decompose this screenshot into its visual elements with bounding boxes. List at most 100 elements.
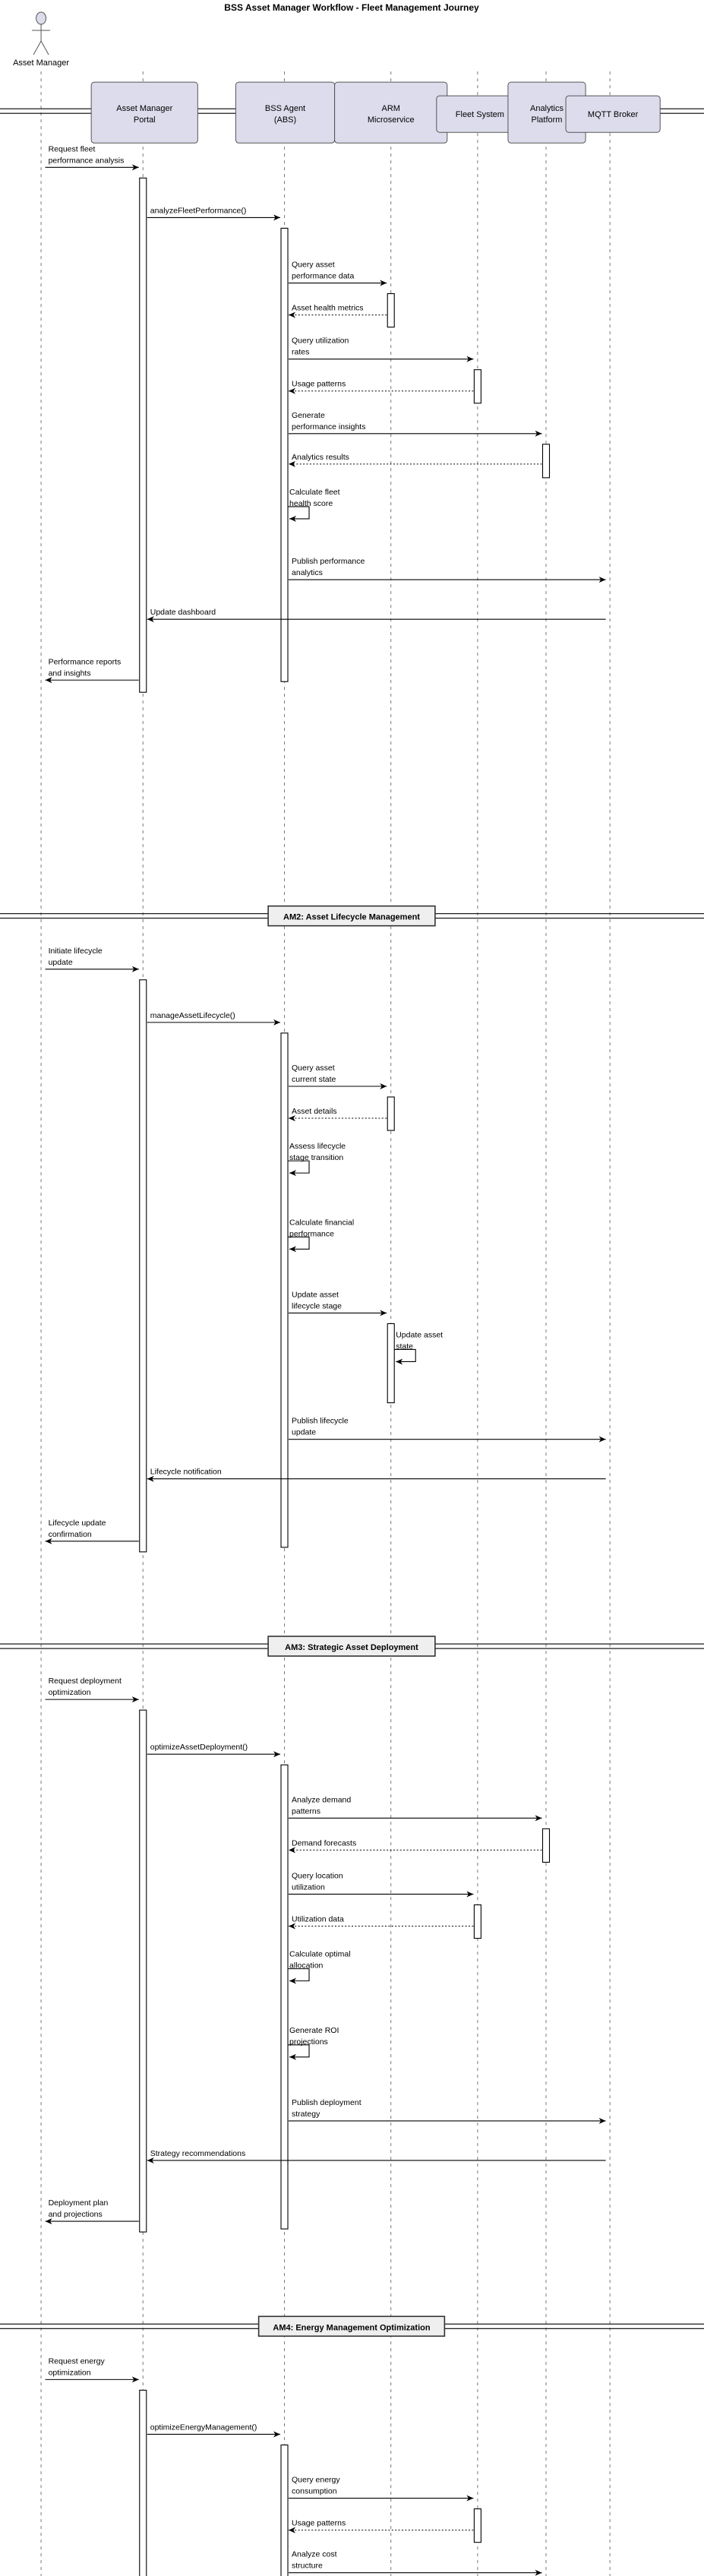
self-message-arrow <box>288 1160 310 1177</box>
message-label: Calculate optimal <box>289 1950 351 1959</box>
participant-label-line1: MQTT Broker <box>588 110 639 119</box>
section-label-box <box>267 905 436 927</box>
actor-leg-right-icon <box>40 40 49 55</box>
message-label: Update asset <box>396 1330 443 1339</box>
activation-bar-arm <box>387 1096 395 1131</box>
participant-bss-header[interactable]: BSS Agent(ABS) <box>235 81 336 144</box>
message-bss-to-analytics[interactable]: Analyze cost structure <box>289 2550 542 2576</box>
activation-bar-fleet <box>473 369 481 404</box>
message-label: structure <box>292 2562 323 2571</box>
self-message-arrow <box>288 1968 310 1984</box>
participant-box[interactable] <box>90 81 198 144</box>
message-label: performance <box>289 1229 334 1238</box>
message-label: analyzeFleetPerformance() <box>150 206 247 215</box>
activation-bar-arm <box>387 1323 395 1404</box>
message-label: Request energy <box>49 2356 106 2366</box>
message-label: update <box>49 958 73 967</box>
message-label: performance data <box>292 272 354 281</box>
message-mqtt-to-portal[interactable]: Update dashboard <box>147 608 606 623</box>
participant-label-line2: Portal <box>134 115 156 125</box>
message-label: current state <box>292 1075 336 1084</box>
message-portal-to-bss[interactable]: manageAssetLifecycle() <box>147 1011 281 1026</box>
participant-box[interactable] <box>565 95 661 133</box>
message-fleet-to-bss[interactable]: Usage patterns <box>289 2519 474 2533</box>
participant-label-line1: Asset Manager <box>116 104 172 113</box>
participant-mqtt-header[interactable]: MQTT Broker <box>565 95 661 133</box>
message-label: Query location <box>292 1871 343 1880</box>
activation-bar-bss <box>280 227 289 682</box>
message-arm-to-bss[interactable]: Asset details <box>289 1107 387 1122</box>
message-portal-to-bss[interactable]: optimizeAssetDeployment() <box>147 1743 281 1758</box>
message-label: Analytics results <box>292 453 349 462</box>
message-label: Usage patterns <box>292 2519 346 2528</box>
actor-head-icon <box>36 11 47 25</box>
participant-label-line2: (ABS) <box>274 115 296 125</box>
message-label: analytics <box>292 568 323 577</box>
message-label: Analyze cost <box>292 2550 337 2559</box>
message-label: performance analysis <box>49 156 125 165</box>
message-analytics-to-bss[interactable]: Demand forecasts <box>289 1838 542 1854</box>
activation-bar-bss <box>280 2444 289 2576</box>
message-arm-to-bss[interactable]: Asset health metrics <box>289 304 387 318</box>
participant-label-line2: Platform <box>532 115 563 125</box>
self-message-arrow <box>288 2044 310 2060</box>
message-mqtt-to-portal[interactable]: Lifecycle notification <box>147 1468 606 1482</box>
message-label: Query utilization <box>292 337 349 346</box>
actor-label: Asset Manager <box>13 58 69 68</box>
message-fleet-to-bss[interactable]: Usage patterns <box>289 380 474 394</box>
message-analytics-to-bss[interactable]: Analytics results <box>289 453 542 467</box>
message-mqtt-to-portal[interactable]: Strategy recommendations <box>147 2149 606 2164</box>
message-label: Utilization data <box>292 1915 344 1924</box>
actor-leg-left-icon <box>33 40 42 55</box>
sections-layer: AM1: Fleet Performance AnalyticsAM2: Ass… <box>0 100 704 2337</box>
section-label: AM2: Asset Lifecycle Management <box>283 913 420 922</box>
message-label: strategy <box>292 2110 320 2119</box>
message-label: and insights <box>49 668 91 678</box>
self-message-arrow <box>288 1236 310 1253</box>
activation-bar-fleet <box>473 1904 481 1939</box>
message-label: Lifecycle notification <box>150 1468 222 1477</box>
message-label: Asset details <box>292 1107 337 1116</box>
activation-bar-portal <box>139 1709 147 2233</box>
message-portal-to-bss[interactable]: analyzeFleetPerformance() <box>147 206 281 221</box>
section-label-box <box>257 2315 446 2337</box>
message-fleet-to-bss[interactable]: Utilization data <box>289 1915 474 1930</box>
participant-fleet-header[interactable]: Fleet System <box>436 95 524 133</box>
activation-bar-analytics <box>541 1828 551 1863</box>
self-message-arrow <box>288 506 310 522</box>
activation-bar-portal <box>139 177 147 693</box>
message-label: performance insights <box>292 422 365 431</box>
message-portal-to-bss[interactable]: optimizeEnergyManagement() <box>147 2423 281 2438</box>
activation-bar-arm <box>387 292 395 328</box>
message-label: Update asset <box>292 1290 339 1299</box>
message-label: Lifecycle update <box>49 1519 106 1528</box>
message-label: Query energy <box>292 2476 340 2485</box>
